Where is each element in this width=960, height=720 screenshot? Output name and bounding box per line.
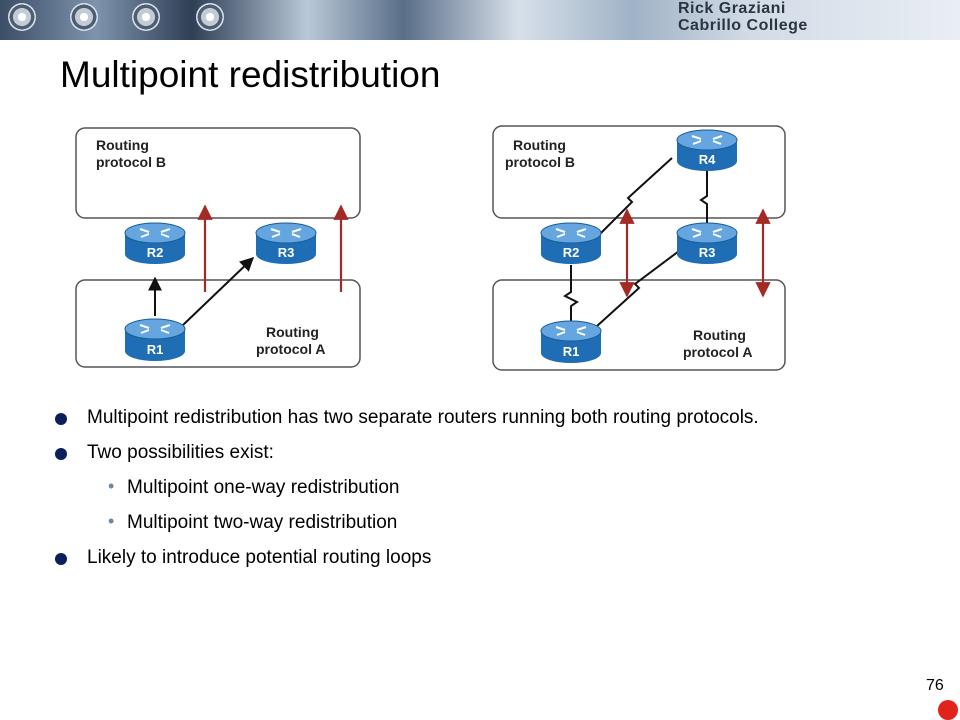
routing-domain-b xyxy=(75,127,361,219)
domain-b-label: Routing protocol B xyxy=(505,137,575,170)
banner-college-name: Cabrillo College xyxy=(678,17,808,34)
link-r1-r3 xyxy=(596,247,684,327)
router-r1-label: R1 xyxy=(147,342,164,357)
link-r4-r3 xyxy=(699,168,708,224)
record-indicator-icon xyxy=(938,700,958,720)
banner-author-name: Rick Graziani xyxy=(678,0,786,17)
router-r2-label: R2 xyxy=(563,245,580,260)
router-r4-label: R4 xyxy=(699,152,716,167)
slide-title: Multipoint redistribution xyxy=(60,54,441,95)
bullet-item: Two possibilities exist: xyxy=(50,440,850,465)
diagram-dual-path: Routing protocol B Routing protocol A R4… xyxy=(492,125,786,371)
banner-author: Rick Graziani Cabrillo College xyxy=(678,0,808,34)
domain-a-label: Routing protocol A xyxy=(256,324,325,357)
router-r1-label: R1 xyxy=(563,344,580,359)
router-r4-icon: R4 xyxy=(676,129,738,171)
router-r1-icon: R1 xyxy=(124,318,186,361)
banner-disc-image xyxy=(8,3,36,31)
domain-a-label: Routing protocol A xyxy=(683,327,752,360)
sub-bullet-item: Multipoint two-way redistribution xyxy=(50,509,850,535)
router-r2-label: R2 xyxy=(147,245,164,260)
diagram-single-path: Routing protocol B Routing protocol A R2… xyxy=(75,127,361,368)
router-r3-icon: R3 xyxy=(676,222,738,264)
router-r3-label: R3 xyxy=(278,245,295,260)
banner-photo xyxy=(0,0,960,40)
router-r2-icon: R2 xyxy=(540,222,602,264)
router-r1-icon: R1 xyxy=(540,320,602,363)
link-r2-r1 xyxy=(563,265,579,322)
router-r3-icon: R3 xyxy=(255,222,317,264)
page-number: 76 xyxy=(926,677,944,694)
banner-disc-image xyxy=(196,3,224,31)
banner-disc-image xyxy=(132,3,160,31)
link-r2-r4 xyxy=(598,157,673,236)
banner-disc-image xyxy=(70,3,98,31)
sub-bullet-item: Multipoint one-way redistribution xyxy=(50,474,850,500)
domain-b-label: Routing protocol B xyxy=(96,137,166,170)
router-r2-icon: R2 xyxy=(124,222,186,264)
bullet-list: Multipoint redistribution has two separa… xyxy=(50,405,850,580)
router-r3-label: R3 xyxy=(699,245,716,260)
header-banner: Rick Graziani Cabrillo College xyxy=(0,0,960,40)
bullet-item: Multipoint redistribution has two separa… xyxy=(50,405,850,430)
bullet-item: Likely to introduce potential routing lo… xyxy=(50,545,850,570)
link-r1-r3 xyxy=(182,257,255,326)
